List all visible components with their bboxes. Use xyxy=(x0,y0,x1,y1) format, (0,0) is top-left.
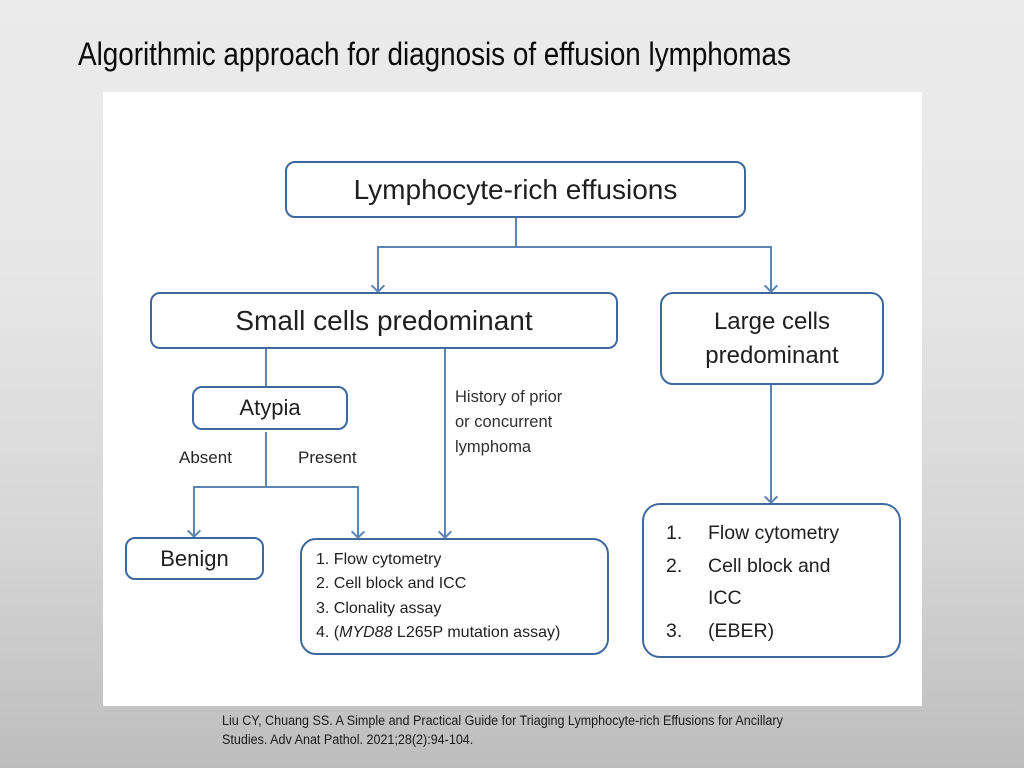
workup-item-1: 1. Flow cytometry xyxy=(316,550,442,568)
connector-top-crossbar xyxy=(377,246,772,248)
workup-item-4: 4. (MYD88 L265P mutation assay) xyxy=(316,621,560,646)
arrow-history-to-workup xyxy=(444,349,446,537)
connector-atypia-crossbar xyxy=(193,486,359,488)
connector-atypia-stem xyxy=(265,432,267,488)
node-label: Lymphocyte-rich effusions xyxy=(353,173,678,205)
arrow-to-small-cells xyxy=(377,246,379,291)
node-large-cell-workup: 1. Flow cytometry 2. Cell block and ICC … xyxy=(642,503,901,658)
branch-label-absent: Absent xyxy=(179,448,232,467)
citation: Liu CY, Chuang SS. A Simple and Practica… xyxy=(222,711,783,749)
node-lymphocyte-rich-effusions: Lymphocyte-rich effusions xyxy=(285,161,746,218)
page-title: Algorithmic approach for diagnosis of ef… xyxy=(78,36,791,72)
workup-text-3: (EBER) xyxy=(708,619,775,642)
branch-label-present: Present xyxy=(298,448,357,467)
node-label: Atypia xyxy=(239,395,301,420)
node-large-cells-predominant: Large cells predominant xyxy=(660,292,884,385)
workup-num-3: 3. xyxy=(666,619,683,642)
workup-text-2b: ICC xyxy=(708,587,742,609)
connector-top-stem xyxy=(515,218,517,247)
workup-item-4-gene: MYD88 xyxy=(339,624,393,641)
workup-list: 1. Flow cytometry 2. Cell block and ICC … xyxy=(316,548,560,646)
node-benign: Benign xyxy=(125,537,264,580)
citation-line1: Liu CY, Chuang SS. A Simple and Practica… xyxy=(222,713,783,728)
history-note-line2: or concurrent xyxy=(455,413,553,431)
workup-item-3: 3. Clonality assay xyxy=(316,599,442,617)
node-atypia: Atypia xyxy=(192,386,348,430)
workup-item-2: 2. Cell block and ICC xyxy=(316,575,467,592)
workup-num-1: 1. xyxy=(666,522,683,544)
arrow-absent-to-benign xyxy=(193,486,195,536)
diagram-panel: Lymphocyte-rich effusions Small cells pr… xyxy=(103,92,922,706)
arrow-to-large-cells xyxy=(770,246,772,291)
node-label-line2: predominant xyxy=(705,341,839,369)
history-note-line1: History of prior xyxy=(455,388,563,406)
node-label: Benign xyxy=(160,545,229,571)
node-label: Large cells predominant xyxy=(705,305,838,373)
history-note: History of prior or concurrent lymphoma xyxy=(455,385,562,460)
arrow-large-to-workup xyxy=(770,385,772,502)
workup-text-2: Cell block and xyxy=(708,554,831,577)
workup-text-1: Flow cytometry xyxy=(708,522,840,544)
history-note-line3: lymphoma xyxy=(455,438,532,456)
workup-item-4-prefix: 4. ( xyxy=(316,624,340,641)
node-small-cell-workup: 1. Flow cytometry 2. Cell block and ICC … xyxy=(300,538,609,655)
workup-num-2b xyxy=(666,582,708,615)
workup-num-2: 2. xyxy=(666,554,683,577)
arrow-present-to-workup xyxy=(357,486,359,537)
node-label: Small cells predominant xyxy=(235,304,533,336)
connector-small-to-atypia xyxy=(265,349,267,386)
node-small-cells-predominant: Small cells predominant xyxy=(150,292,618,349)
workup-list: 1. Flow cytometry 2. Cell block and ICC … xyxy=(666,517,839,647)
workup-item-4-suffix: L265P mutation assay) xyxy=(392,624,561,641)
node-label-line1: Large cells xyxy=(713,307,831,335)
citation-line2: Studies. Adv Anat Pathol. 2021;28(2):94-… xyxy=(222,732,474,747)
